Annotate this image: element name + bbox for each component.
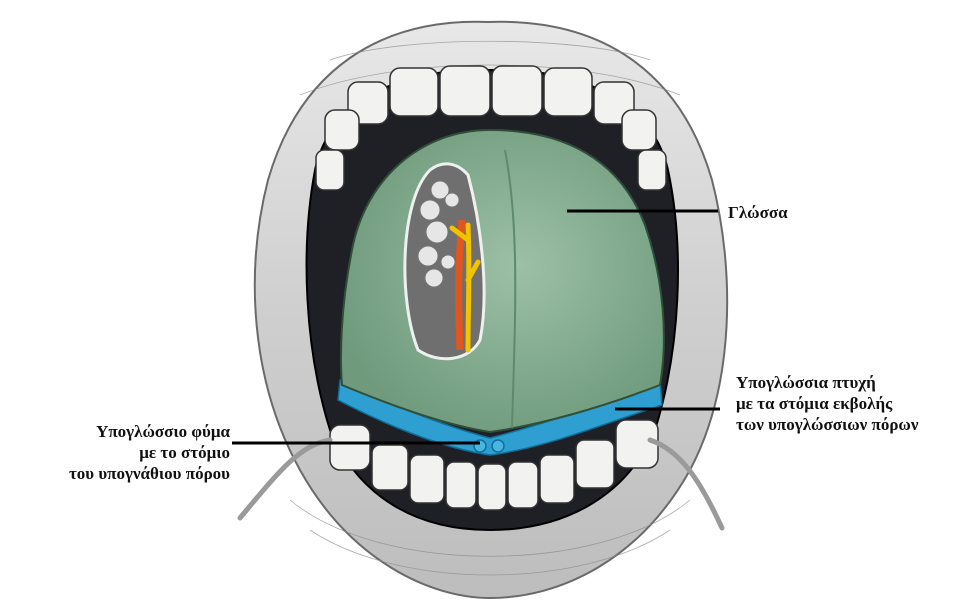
label-sublingual-fold-line-3: των υπογλώσσιων πόρων [736, 414, 918, 435]
label-sublingual-caruncle-line-2: με το στόμιο [0, 442, 230, 463]
tongue [341, 130, 664, 432]
label-sublingual-fold-line-1: Υπογλώσσια πτυχή [736, 372, 918, 393]
label-tongue: Γλώσσα [728, 202, 788, 223]
label-sublingual-caruncle: Υπογλώσσιο φύμα με το στόμιο του υπογνάθ… [0, 421, 230, 484]
sublingual-caruncle-right [492, 440, 504, 452]
label-sublingual-caruncle-line-3: του υπογνάθιου πόρου [0, 463, 230, 484]
label-sublingual-caruncle-line-1: Υπογλώσσιο φύμα [0, 421, 230, 442]
label-sublingual-fold: Υπογλώσσια πτυχή με τα στόμια εκβολής τω… [736, 372, 918, 435]
lingual-artery [459, 220, 462, 350]
label-tongue-text: Γλώσσα [728, 202, 788, 223]
label-sublingual-fold-line-2: με τα στόμια εκβολής [736, 393, 918, 414]
